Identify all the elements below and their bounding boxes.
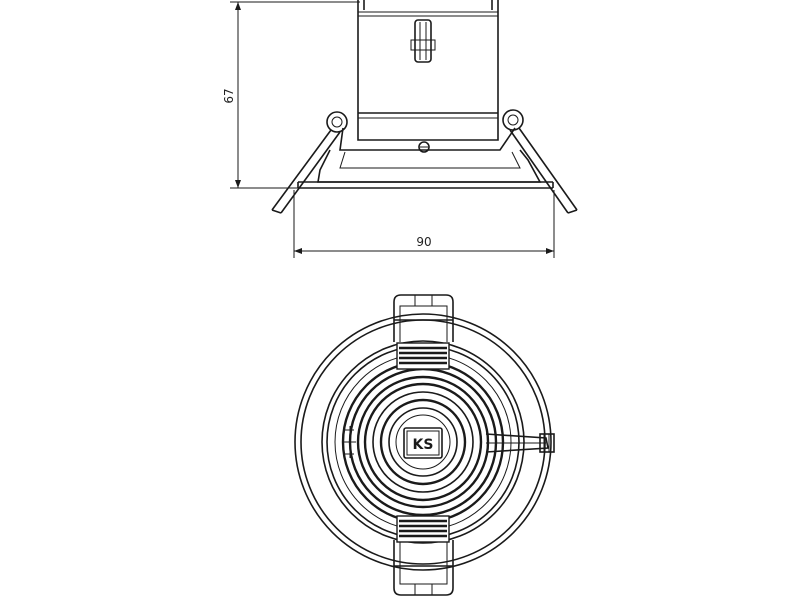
left-tick-marks: [343, 426, 356, 458]
trim-ring-profile: [297, 127, 554, 189]
center-logo-badge: KS: [403, 427, 443, 459]
wire-connector: [410, 19, 436, 63]
top-hinge-block: [396, 342, 450, 370]
bottom-hinge-block: [396, 515, 450, 543]
housing-body: [357, 0, 499, 141]
top-spring-clip: [393, 294, 454, 342]
logo-mark: KS: [413, 437, 434, 453]
left-spring-clip: [271, 111, 348, 214]
width-dimension: 90: [293, 190, 555, 258]
height-dimension: 67: [222, 1, 360, 189]
width-dimension-label: 90: [416, 235, 431, 249]
height-dimension-label: 67: [222, 88, 236, 103]
side-view: 67: [222, 0, 578, 258]
front-view: KS: [294, 294, 555, 596]
right-spring-clip: [502, 109, 578, 214]
wire-lead: [485, 433, 555, 453]
